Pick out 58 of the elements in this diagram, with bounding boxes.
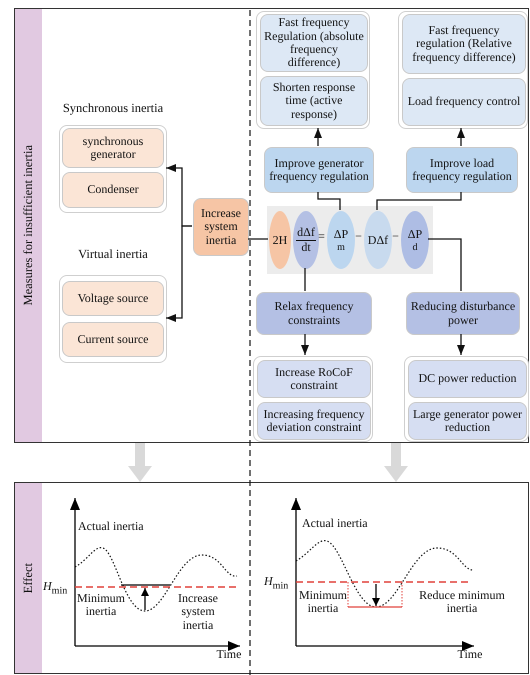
threshold-label: H$_{min}$ — [264, 575, 290, 592]
block-arrow — [128, 443, 152, 482]
section-title: Effect — [21, 562, 36, 594]
connector-line — [317, 192, 341, 210]
section-panel — [14, 8, 529, 443]
group-frame — [256, 11, 370, 129]
process-box: Increase system inertia — [193, 198, 249, 256]
process-box: Reducing disturbance power — [406, 292, 520, 335]
process-box: Increase RoCoF constraint — [257, 360, 371, 398]
arrow — [457, 334, 465, 355]
group-heading: Virtual inertia — [77, 247, 149, 262]
term-ellipse: DΔf — [364, 211, 392, 269]
connector-line — [304, 268, 306, 291]
annotation-text: Minimum inertia — [76, 592, 126, 619]
arrow — [166, 225, 192, 322]
group-frame — [253, 356, 373, 442]
denominator-text: dt — [300, 240, 312, 254]
block-arrow — [384, 443, 408, 482]
numerator-text: dΔf — [296, 226, 316, 240]
equation-box — [267, 206, 433, 274]
group-frame — [404, 356, 529, 442]
arrow — [314, 128, 322, 146]
process-box: Fast frequency regulation (Relative frequency difference) — [402, 14, 526, 74]
annotation-text: Reduce minimum inertia — [418, 589, 506, 616]
process-box: Increasing frequency deviation constraint — [257, 402, 371, 440]
axis-title: Time — [216, 648, 242, 662]
term-ellipse: 2H — [269, 211, 291, 269]
process-box: Shorten response time (active response) — [260, 76, 368, 126]
connector-line — [376, 192, 462, 210]
operator-sign: − — [391, 230, 400, 244]
term-ellipse — [293, 211, 319, 269]
axis-title: Time — [456, 648, 484, 662]
process-box: DC power reduction — [408, 360, 527, 398]
connector-line — [248, 238, 268, 240]
process-box: Condenser — [62, 172, 164, 208]
section-title: Measures for insufficient inertia — [21, 145, 36, 306]
process-box: Fast frequency Regulation (absolute frequency difference) — [260, 14, 368, 72]
curve-label: Actual inertia — [78, 520, 145, 534]
process-box: Load frequency control — [402, 78, 526, 126]
process-box: synchronous generator — [62, 128, 164, 168]
group-heading: Synchronous inertia — [62, 101, 164, 116]
threshold-label: H$_{min}$ — [43, 580, 68, 597]
process-box: Voltage source — [62, 281, 164, 316]
annotation-text: Minimum inertia — [298, 589, 348, 616]
process-box: Improve generator frequency regulation — [264, 147, 374, 193]
connector-line — [428, 238, 462, 291]
section-panel — [14, 482, 529, 674]
operator-sign: = — [317, 230, 326, 244]
process-box: Current source — [62, 322, 164, 357]
annotation-text: Increase system inertia — [177, 592, 219, 632]
arrow — [301, 334, 309, 355]
arrow — [457, 128, 465, 146]
process-box: Large generator power reduction — [408, 402, 527, 440]
operator-sign: − — [354, 230, 363, 244]
curve-label: Actual inertia — [302, 517, 369, 530]
group-frame — [398, 11, 528, 129]
process-box: Relax frequency constraints — [256, 292, 372, 335]
process-box: Improve load frequency regulation — [406, 147, 518, 193]
